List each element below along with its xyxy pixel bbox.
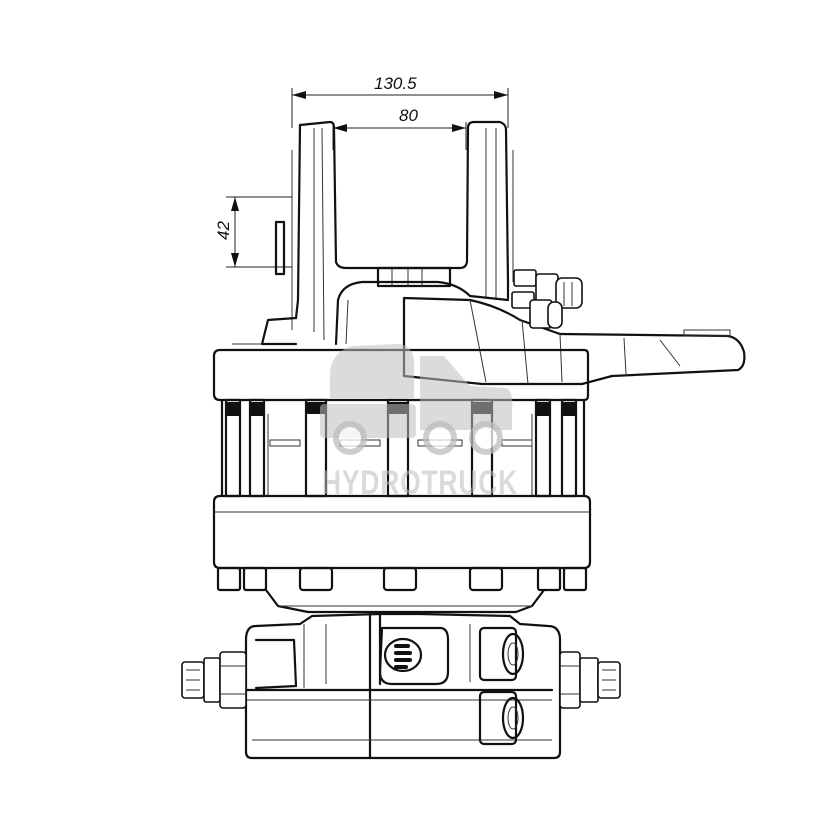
watermark-brand: HYDROTRUCK (322, 464, 518, 502)
dimension-overall-width: 130.5 (374, 74, 417, 93)
upper-hose-fittings (511, 269, 583, 329)
rotor-neck (264, 588, 546, 614)
mounting-yoke (260, 120, 514, 346)
dimension-inner-width: 80 (399, 106, 418, 125)
right-side-fitting (559, 651, 621, 709)
motor-ports (478, 626, 525, 746)
hydraulic-motor-body (244, 612, 562, 760)
lower-flange (212, 494, 592, 592)
left-side-fitting (181, 651, 247, 709)
dimension-lines (226, 88, 509, 268)
dimension-pin-offset: 42 (214, 221, 233, 240)
truck-icon (320, 344, 513, 455)
brake-arm (402, 296, 746, 386)
